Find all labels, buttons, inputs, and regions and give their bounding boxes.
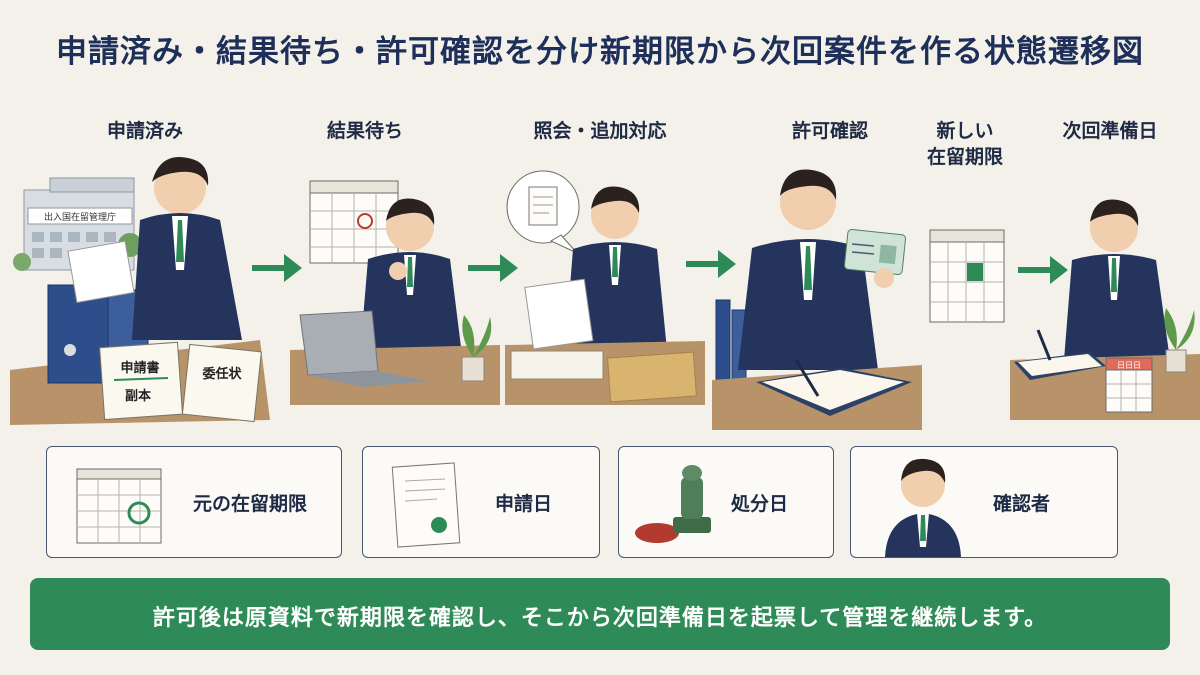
card-original-period: 元の在留期限	[46, 446, 342, 558]
card-label-disposition-date: 処分日	[731, 493, 789, 515]
desk-calendar-header: 日日日	[1117, 361, 1141, 370]
plant-icon	[1164, 308, 1195, 373]
scene-permit-check	[712, 169, 922, 430]
person-icon	[885, 458, 961, 557]
scene-waiting	[290, 180, 500, 405]
calendar-icon	[929, 229, 1005, 323]
stage-label-new-period: 新しい 在留期限	[926, 120, 1003, 168]
page-title: 申請済み・結果待ち・許可確認を分け新期限から次回案件を作る状態遷移図	[56, 34, 1144, 70]
arrow-icon	[468, 254, 518, 282]
desk-calendar-icon: 日日日	[1105, 357, 1153, 413]
document-stamp-icon	[391, 462, 461, 548]
card-label-original-period: 元の在留期限	[193, 493, 308, 515]
hanko-stamp-icon	[635, 465, 711, 543]
doc-power-label: 委任状	[201, 366, 242, 382]
residence-card-icon	[843, 228, 907, 276]
card-label-confirmer: 確認者	[993, 493, 1051, 515]
stage-label-waiting: 結果待ち	[326, 120, 403, 142]
calendar-circle-icon	[76, 468, 162, 544]
speech-bubble-document-icon	[506, 170, 580, 254]
doc-copy-label: 副本	[125, 388, 151, 404]
arrow-icon	[686, 250, 736, 278]
arrow-icon	[252, 254, 302, 282]
card-confirmer: 確認者	[850, 446, 1118, 558]
footer-text: 許可後は原資料で新期限を確認し、そこから次回準備日を起票して管理を継続します。	[152, 606, 1048, 631]
stage-label-inquiry: 照会・追加対応	[533, 120, 667, 142]
stage-label-next-prep: 次回準備日	[1062, 120, 1158, 142]
stage-label-submitted: 申請済み	[106, 120, 183, 142]
footer-banner: 許可後は原資料で新期限を確認し、そこから次回準備日を起票して管理を継続します。	[30, 578, 1170, 650]
card-application-date: 申請日	[362, 446, 600, 558]
card-label-application-date: 申請日	[495, 493, 553, 515]
scene-inquiry	[505, 170, 705, 405]
stage-label-permit-check: 許可確認	[791, 120, 868, 142]
scene-next-prep: 日日日	[1010, 199, 1200, 420]
scene-new-period	[929, 229, 1005, 323]
scene-submitted: 出入国在留管理庁 申請書 副本 委任状	[10, 157, 270, 425]
arrow-icon	[1018, 256, 1068, 284]
building-sign: 出入国在留管理庁	[44, 211, 116, 223]
calendar-icon	[309, 180, 399, 264]
card-disposition-date: 処分日	[618, 446, 834, 558]
doc-application-label: 申請書	[120, 360, 159, 376]
